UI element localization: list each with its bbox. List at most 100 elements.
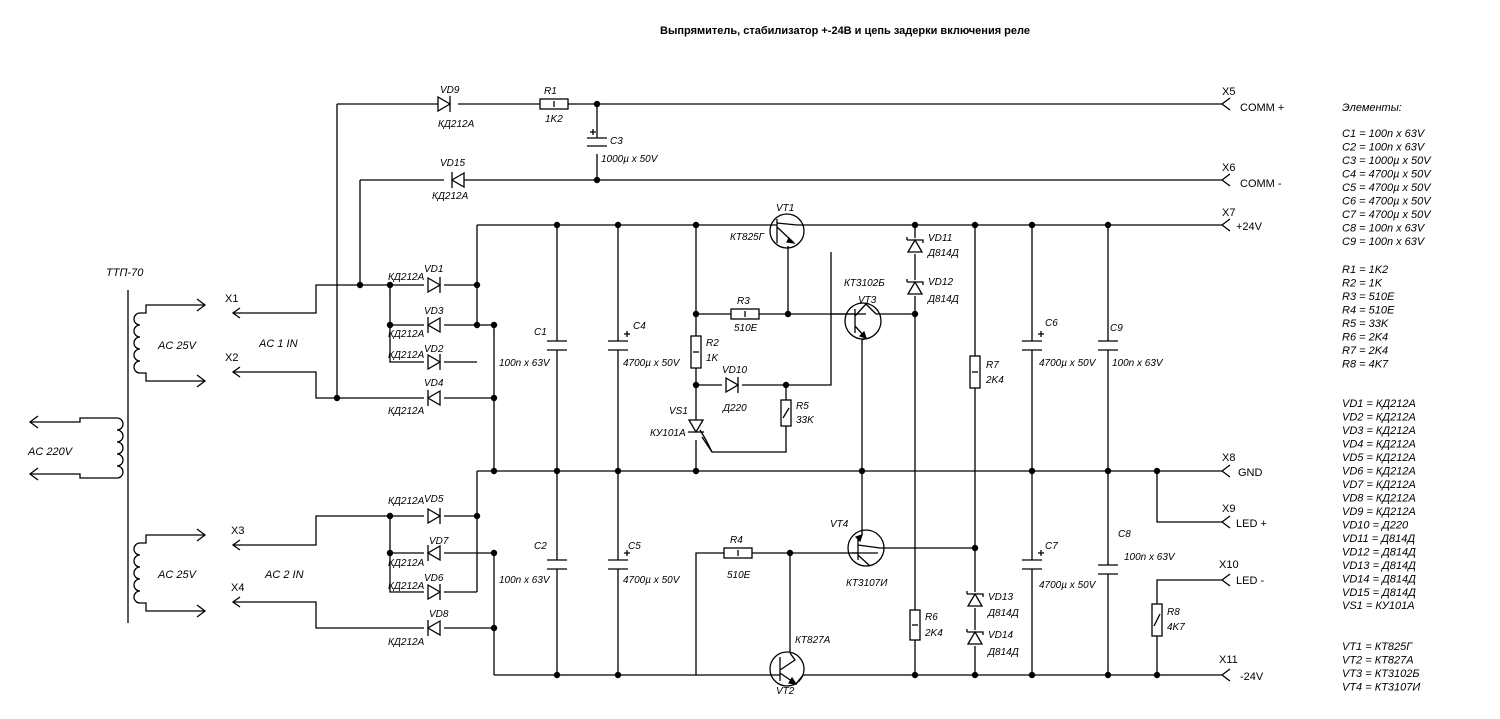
element-entry: R7 = 2K4 (1342, 345, 1388, 357)
vd4-value: КД212А (388, 406, 425, 417)
c4-label: C4 (633, 321, 646, 332)
terminal-x7-id: X7 (1222, 207, 1235, 219)
diode-vd3: VD3 КД212А (388, 306, 444, 340)
terminal-x3-id: X3 (231, 525, 244, 537)
diode-vd10: VD10 Д220 (722, 365, 747, 414)
capacitor-c2: C2 100n x 63V (499, 541, 567, 586)
element-entry: VD4 = КД212А (1342, 439, 1416, 451)
terminal-x9-id: X9 (1222, 503, 1235, 515)
capacitor-c3: C3 1000µ x 50V (587, 129, 659, 165)
r1-value: 1K2 (545, 114, 563, 125)
vs1-label: VS1 (669, 406, 688, 417)
element-entry: C6 = 4700µ x 50V (1342, 196, 1432, 208)
r3-label: R3 (737, 296, 750, 307)
element-entry: VD9 = КД212А (1342, 506, 1416, 518)
vd1-label: VD1 (424, 264, 443, 275)
r4-value: 510E (727, 570, 751, 581)
resistor-r7: R7 2K4 (969, 355, 1004, 389)
vt3-value: КТ3102Б (844, 278, 885, 289)
element-entry: C4 = 4700µ x 50V (1342, 169, 1432, 181)
diode-vd8: VD8 КД212А (388, 609, 449, 648)
terminal-x5-id: X5 (1222, 86, 1235, 98)
capacitor-c9: C9 100n x 63V (1098, 323, 1164, 369)
elements-heading: Элементы: (1342, 102, 1402, 114)
resistor-r2: R2 1K (690, 335, 720, 369)
element-entry: R4 = 510E (1342, 305, 1395, 317)
vd11-value: Д814Д (927, 248, 959, 259)
ac1-in-label: AC 1 IN (258, 338, 298, 350)
secondary2-label: AC 25V (157, 569, 198, 581)
capacitor-c1: C1 100n x 63V (499, 327, 567, 369)
element-entry: VT3 = КТ3102Б (1342, 668, 1420, 680)
c3-label: C3 (610, 136, 623, 147)
element-entry: C7 = 4700µ x 50V (1342, 209, 1432, 221)
vd12-label: VD12 (928, 277, 953, 288)
c9-label: C9 (1110, 323, 1123, 334)
element-entry: R1 = 1K2 (1342, 264, 1388, 276)
vd15-value: КД212А (432, 191, 469, 202)
terminal-x8-label: GND (1238, 467, 1263, 479)
element-entry: VD5 = КД212А (1342, 452, 1416, 464)
terminal-x11-label: -24V (1240, 671, 1264, 683)
element-entry: VD8 = КД212А (1342, 493, 1416, 505)
c4-value: 4700µ x 50V (623, 358, 681, 369)
element-entry: VD10 = Д220 (1342, 520, 1409, 532)
element-entry: VT2 = КТ827А (1342, 655, 1414, 667)
element-entry: VD6 = КД212А (1342, 466, 1416, 478)
terminal-x6-id: X6 (1222, 162, 1235, 174)
transistor-vt2: КТ827А VT2 (769, 635, 831, 697)
r7-label: R7 (986, 360, 999, 371)
vd15-label: VD15 (440, 158, 465, 169)
r1-label: R1 (544, 86, 557, 97)
c2-label: C2 (534, 541, 547, 552)
ac2-in-label: AC 2 IN (264, 569, 304, 581)
element-entry: VD15 = Д814Д (1342, 587, 1416, 599)
terminal-x9-label: LED + (1236, 518, 1267, 530)
r5-value: 33K (796, 415, 815, 426)
c1-label: C1 (534, 327, 547, 338)
diode-vd7: VD7 КД212А (388, 536, 449, 569)
junction-dots (333, 100, 1161, 679)
capacitor-c6: C6 4700µ x 50V (1022, 318, 1097, 369)
vd2-value: КД212А (388, 350, 425, 361)
c2-value: 100n x 63V (499, 575, 551, 586)
r6-value: 2K4 (924, 628, 943, 639)
zener-vd12: VD12 Д814Д (906, 277, 959, 305)
diode-vd5: VD5 КД212А (388, 494, 444, 525)
vd13-value: Д814Д (987, 608, 1019, 619)
vd1-value: КД212А (388, 272, 425, 283)
element-entry: VD3 = КД212А (1342, 425, 1416, 437)
vd8-value: КД212А (388, 637, 425, 648)
c3-value: 1000µ x 50V (601, 154, 659, 165)
terminal-x8-id: X8 (1222, 452, 1235, 464)
element-entry: C1 = 100n x 63V (1342, 128, 1426, 140)
c8-value: 100n x 63V (1124, 552, 1176, 563)
vd10-value: Д220 (722, 403, 747, 414)
element-entry: VT1 = КТ825Г (1342, 641, 1413, 653)
vd7-label: VD7 (429, 536, 449, 547)
diagram-title: Выпрямитель, стабилизатор +-24В и цепь з… (660, 25, 1030, 37)
c8-label: C8 (1118, 529, 1131, 540)
element-entry: VD7 = КД212А (1342, 479, 1416, 491)
element-entry: C5 = 4700µ x 50V (1342, 182, 1432, 194)
element-entry: R5 = 33K (1342, 318, 1389, 330)
diode-vd15: VD15 КД212А (432, 158, 472, 202)
terminals: X1 X2 X3 X4 X5 COMM + X6 COMM - X7 +24V … (225, 86, 1284, 683)
element-entry: VD2 = КД212А (1342, 412, 1416, 424)
element-entry: C8 = 100n x 63V (1342, 223, 1426, 235)
secondary1-label: AC 25V (157, 340, 198, 352)
element-entry: R8 = 4K7 (1342, 359, 1389, 371)
transformer-name: ТТП-70 (106, 267, 144, 279)
vd9-value: КД212А (438, 119, 475, 130)
terminal-x2-id: X2 (225, 352, 238, 364)
r4-label: R4 (730, 535, 743, 546)
vd9-label: VD9 (440, 85, 460, 96)
element-entry: VD11 = Д814Д (1342, 533, 1415, 545)
vd2-label: VD2 (424, 344, 444, 355)
vd3-value: КД212А (388, 329, 425, 340)
terminal-x6-label: COMM - (1240, 178, 1282, 190)
vd13-label: VD13 (988, 592, 1013, 603)
